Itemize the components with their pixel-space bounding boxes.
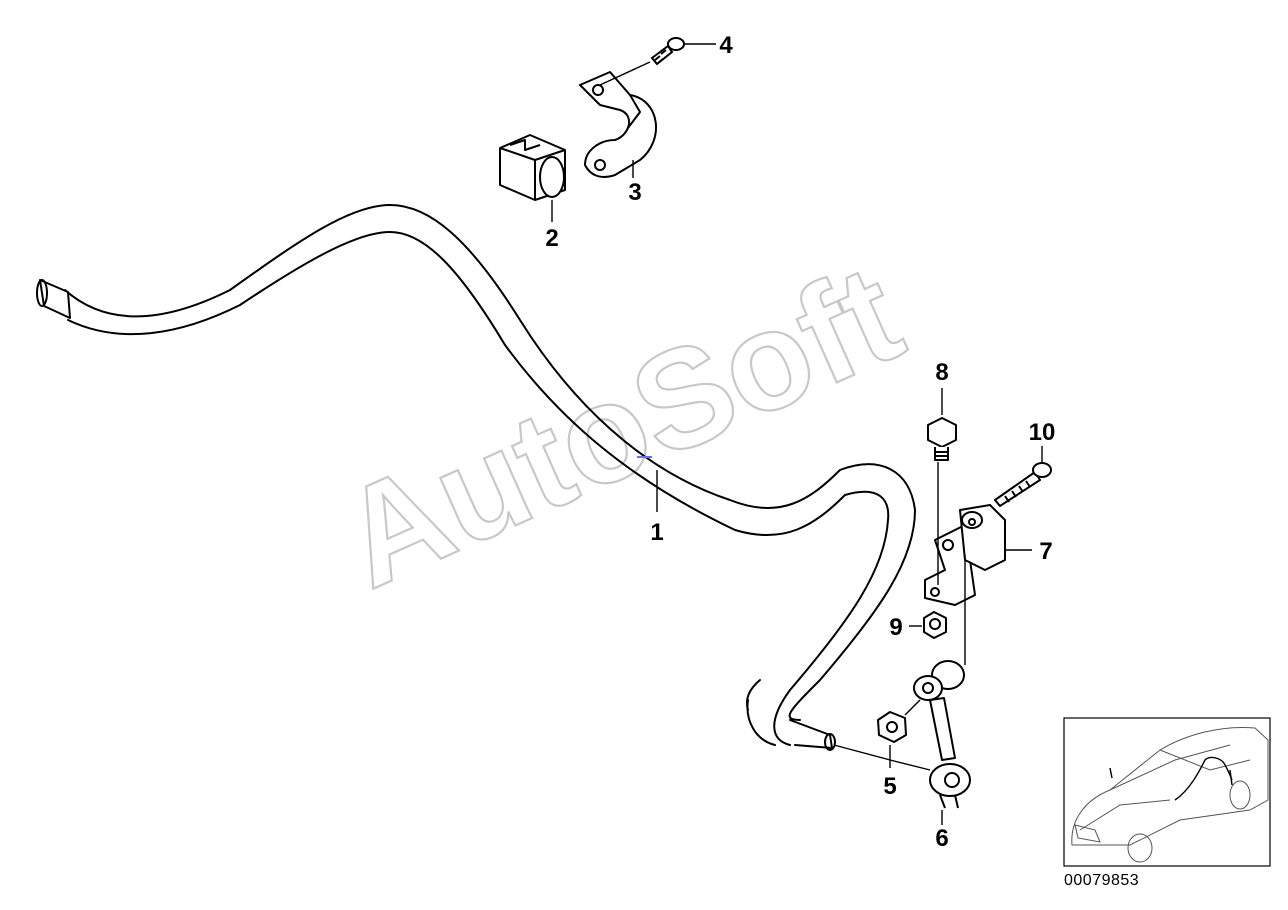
callout-5: 5 [883,773,896,800]
diagram-code: 00079853 [1064,872,1140,889]
watermark: AutoSoft [317,233,923,619]
callout-10: 10 [1029,419,1056,446]
callout-6: 6 [935,825,948,852]
watermark-text: AutoSoft [318,234,922,618]
callout-8: 8 [935,359,948,386]
leader-lines [551,43,1043,825]
stabilizer-bar [36,204,916,751]
callout-2: 2 [545,225,558,252]
callout-1: 1 [650,519,663,546]
callout-9: 9 [889,614,902,641]
callout-7: 7 [1039,538,1052,565]
car-outline [1071,726,1269,863]
bracket [579,71,657,178]
inset-thumbnail [1063,717,1271,867]
callouts: 1 2 3 4 5 6 7 8 9 10 [545,32,1055,852]
screw-part-4 [650,37,685,66]
highlighted-part [1109,756,1233,801]
rubber-mounting [499,134,566,201]
callout-4: 4 [719,32,733,59]
callout-3: 3 [628,179,641,206]
